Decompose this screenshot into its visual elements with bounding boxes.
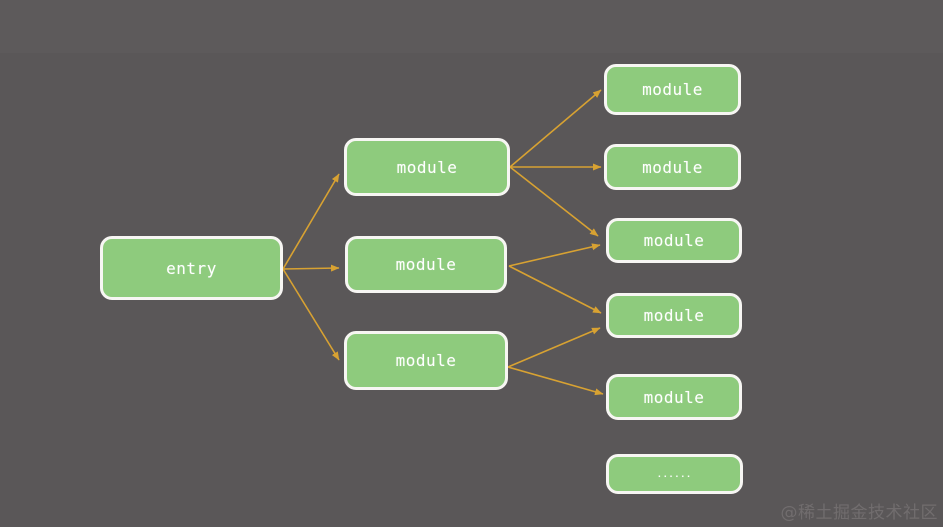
node-label: module [396,157,458,177]
arrow-module-a-to-module-r1 [509,89,602,168]
arrow-entry-to-module-c [282,268,340,361]
arrow-module-c-to-module-r4 [507,327,601,368]
node-label: ...... [657,469,692,479]
diagram-node-module-r4: module [606,293,742,338]
arrow-module-c-to-module-r5 [507,366,604,396]
diagram-node-module-a: module [344,138,510,196]
diagram-node-module-r2: module [604,144,741,190]
node-label: module [395,255,457,274]
node-label: entry [166,258,217,278]
diagram-node-module-c: module [344,331,508,390]
diagram-node-module-more: ...... [606,454,743,494]
node-label: module [643,306,705,325]
diagram-node-module-r5: module [606,374,742,420]
node-label: module [395,351,457,370]
arrow-module-b-to-module-r3 [508,243,601,267]
node-label: module [642,157,703,177]
node-label: module [643,231,705,250]
watermark: @稀土掘金技术社区 [780,503,938,523]
arrow-module-b-to-module-r4 [508,265,602,314]
diagram-node-module-r3: module [606,218,742,263]
arrow-entry-to-module-b [282,264,340,272]
arrow-module-a-to-module-r3 [509,166,599,237]
diagram-node-module-b: module [345,236,507,293]
arrow-entry-to-module-a [282,173,340,270]
node-label: module [642,80,703,99]
node-label: module [643,387,705,407]
diagram-node-module-r1: module [604,64,741,115]
diagram-node-entry: entry [100,236,283,300]
